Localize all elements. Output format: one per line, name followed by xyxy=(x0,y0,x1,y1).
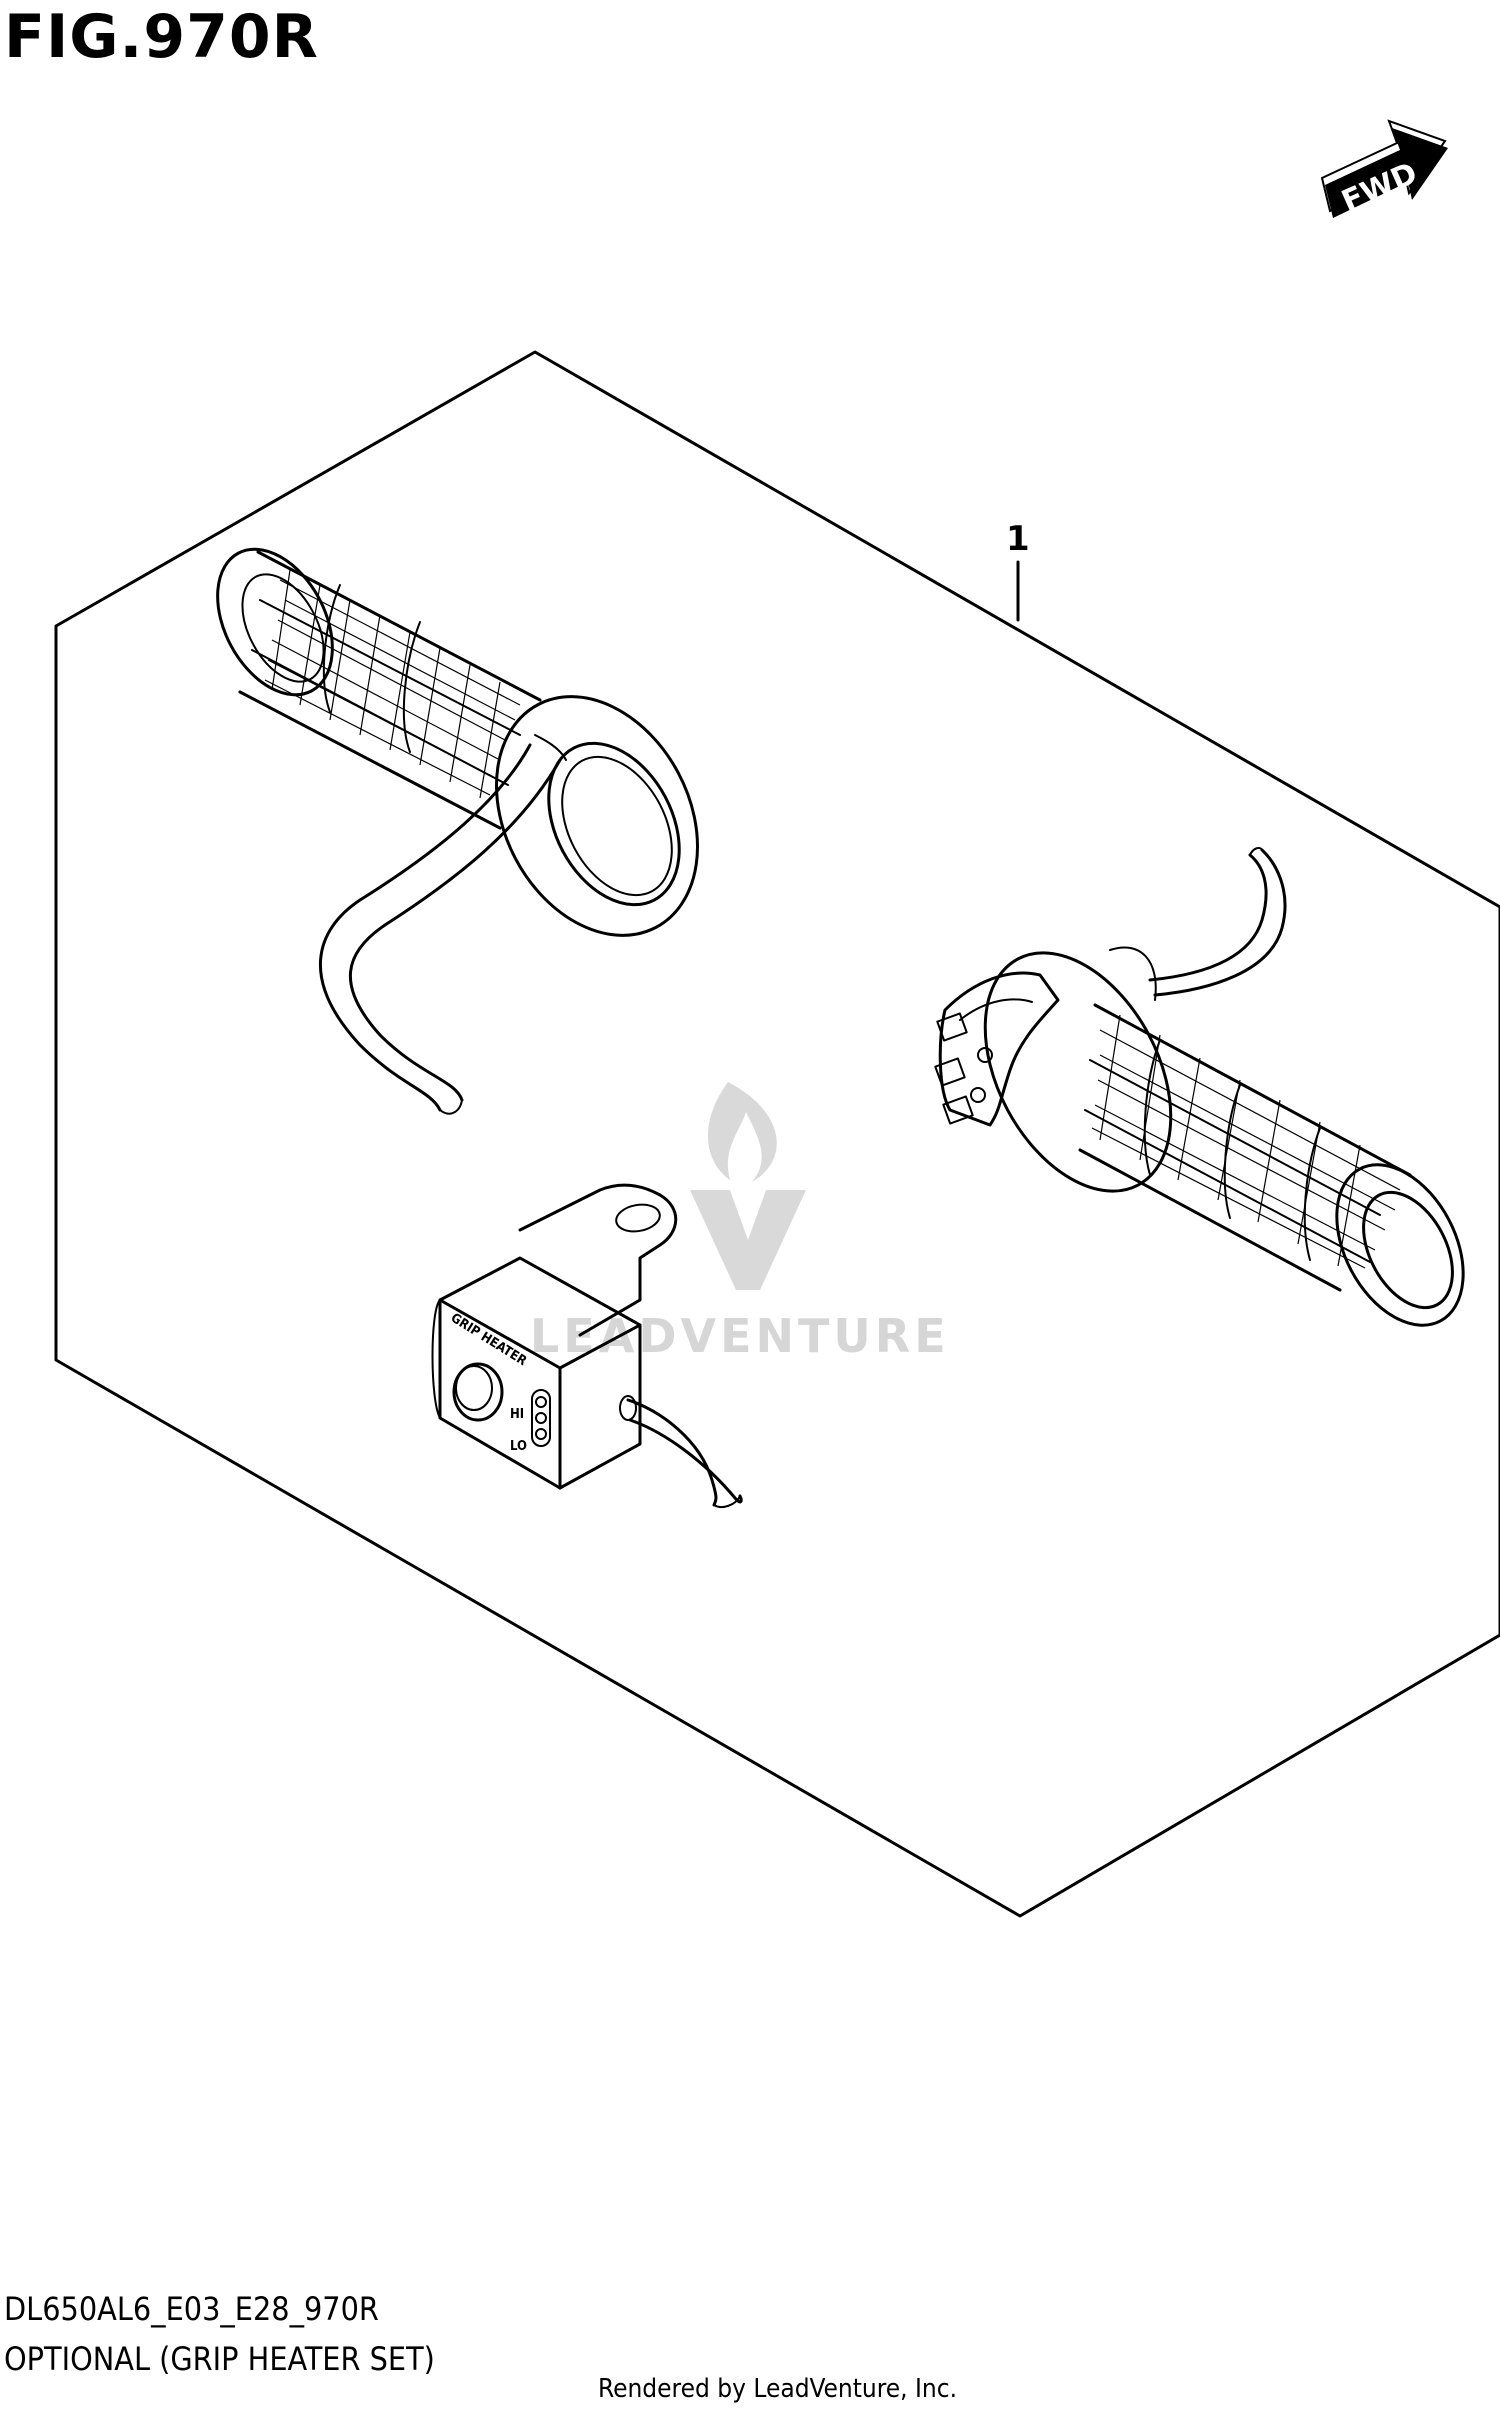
right-grip-knurl xyxy=(1091,1014,1401,1269)
switch-label-name: GRIP HEATER xyxy=(448,1311,529,1370)
watermark: LEADVENTURE xyxy=(530,1082,950,1363)
fwd-direction-arrow: FWD xyxy=(1320,119,1448,220)
right-heated-grip xyxy=(934,846,1465,1327)
callout-1: 1 xyxy=(1006,519,1030,622)
render-credit: Rendered by LeadVenture, Inc. xyxy=(598,2374,958,2404)
model-code: DL650AL6_E03_E28_970R xyxy=(4,2290,379,2328)
left-heated-grip xyxy=(216,547,699,1115)
callout-number-1: 1 xyxy=(1006,519,1030,559)
kit-boundary xyxy=(54,350,1500,1918)
switch-label-hi: HI xyxy=(510,1407,524,1422)
watermark-text: LEADVENTURE xyxy=(530,1309,950,1363)
left-grip-knurl xyxy=(264,569,521,799)
switch-label-lo: LO xyxy=(510,1439,527,1454)
section-title: OPTIONAL (GRIP HEATER SET) xyxy=(4,2340,435,2378)
figure-title: FIG.970R xyxy=(4,2,319,72)
